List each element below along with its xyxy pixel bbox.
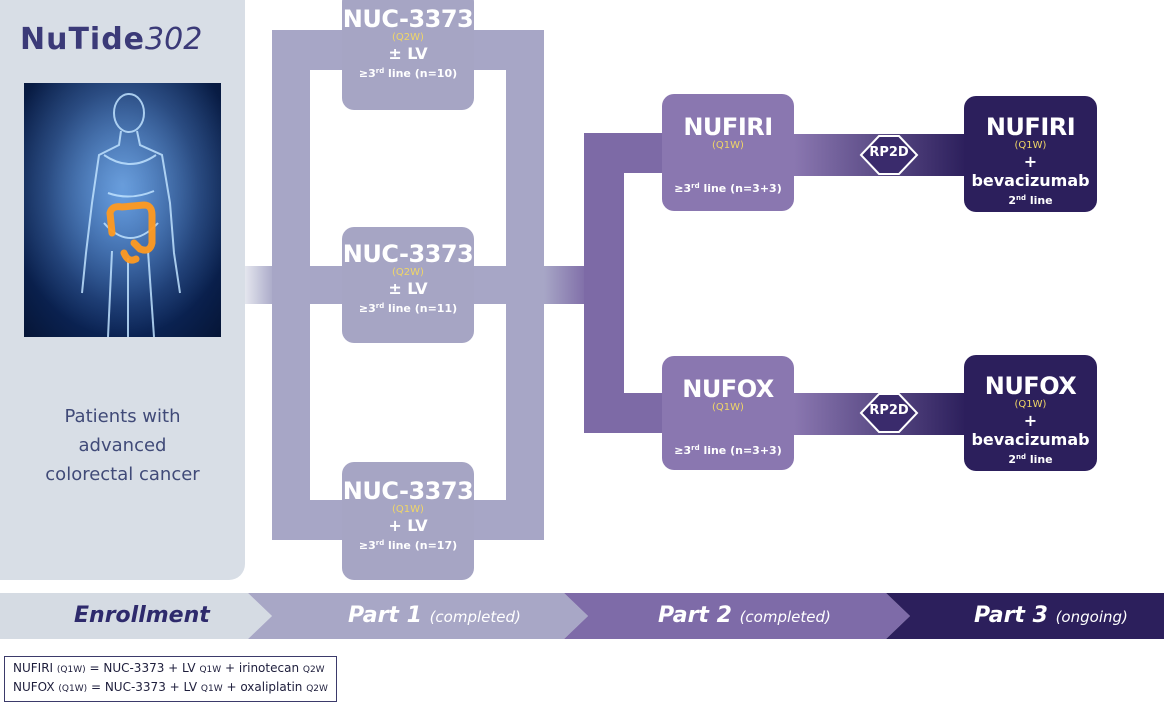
anatomy-figure-icon xyxy=(24,83,221,337)
part1-right-arm-top xyxy=(474,30,544,70)
phase-arrows-icon xyxy=(0,593,1164,639)
box-schedule: (Q2W) xyxy=(392,32,424,43)
box-schedule: (Q2W) xyxy=(392,267,424,278)
legend-row-nufiri: NUFIRI (Q1W) = NUC-3373 + LV Q1W + irino… xyxy=(13,661,325,675)
enrollment-description: Patients with advanced colorectal cancer xyxy=(0,402,245,489)
part1-left-arm-mid xyxy=(272,266,342,304)
box-title: NUFOX xyxy=(682,375,774,403)
part2-box-nufiri: NUFIRI (Q1W) ≥3rd line (n=3+3) xyxy=(662,94,794,211)
box-line: ≥3rd line (n=3+3) xyxy=(674,444,782,457)
box-title: NUFIRI xyxy=(683,113,773,141)
description-line: Patients with xyxy=(64,406,181,427)
rp2d-label: RP2D xyxy=(869,403,909,418)
phase-bar: Enrollment Part 1 (completed) Part 2 (co… xyxy=(0,593,1164,639)
box-drug: + LV xyxy=(388,516,428,535)
part1-right-arm-mid xyxy=(474,266,544,304)
box-drug: ± LV xyxy=(388,279,428,298)
part1-box-2: NUC-3373 (Q2W) ± LV ≥3rd line (n=11) xyxy=(342,227,474,343)
phase-part3-label: Part 3 (ongoing) xyxy=(974,603,1128,628)
legend-row-nufox: NUFOX (Q1W) = NUC-3373 + LV Q1W + oxalip… xyxy=(13,680,328,694)
phase-part2-label: Part 2 (completed) xyxy=(658,603,831,628)
nutide-302-logo: NuTide302 xyxy=(20,22,203,57)
part1-to-part2-connector xyxy=(544,266,589,304)
box-line: 2nd line xyxy=(1008,194,1053,207)
part2-left-bracket xyxy=(584,133,624,433)
box-line: ≥3rd line (n=17) xyxy=(358,539,458,552)
box-line: ≥3rd line (n=10) xyxy=(358,67,458,80)
box-schedule: (Q1W) xyxy=(1014,140,1047,151)
box-drug: + bevacizumab xyxy=(971,411,1090,449)
box-schedule: (Q1W) xyxy=(712,140,744,151)
box-line: 2nd line xyxy=(1008,453,1053,466)
box-title: NUC-3373 xyxy=(342,5,474,33)
box-schedule: (Q1W) xyxy=(712,402,744,413)
part3-box-nufox: NUFOX (Q1W) + bevacizumab 2nd line xyxy=(964,355,1097,471)
box-title: NUFOX xyxy=(984,372,1077,400)
phase-enrollment-label: Enrollment xyxy=(74,603,210,628)
enrollment-connector xyxy=(245,266,275,304)
human-anatomy-image xyxy=(24,83,221,337)
box-schedule: (Q1W) xyxy=(392,504,424,515)
part2-arm-top xyxy=(584,133,664,173)
part2-arm-bottom xyxy=(584,393,664,433)
diamond-icon xyxy=(859,135,919,175)
phase-part1-label: Part 1 (completed) xyxy=(348,603,521,628)
description-line: colorectal cancer xyxy=(45,464,200,485)
part1-left-arm-top xyxy=(272,30,342,70)
box-title: NUFIRI xyxy=(985,113,1076,141)
rp2d-label: RP2D xyxy=(869,145,909,160)
part1-right-arm-bottom xyxy=(474,500,544,540)
part3-box-nufiri: NUFIRI (Q1W) + bevacizumab 2nd line xyxy=(964,96,1097,212)
box-line: ≥3rd line (n=3+3) xyxy=(674,182,782,195)
part2-box-nufox: NUFOX (Q1W) ≥3rd line (n=3+3) xyxy=(662,356,794,470)
part1-box-1: NUC-3373 (Q2W) ± LV ≥3rd line (n=10) xyxy=(342,0,474,110)
box-drug: ± LV xyxy=(388,44,428,63)
box-line: ≥3rd line (n=11) xyxy=(358,302,458,315)
box-title: NUC-3373 xyxy=(342,477,474,505)
regimen-legend: NUFIRI (Q1W) = NUC-3373 + LV Q1W + irino… xyxy=(4,656,337,702)
part1-left-arm-bottom xyxy=(272,500,342,540)
rp2d-diamond-bottom: RP2D xyxy=(857,391,921,433)
description-line: advanced xyxy=(78,435,167,456)
diamond-icon xyxy=(859,393,919,433)
box-schedule: (Q1W) xyxy=(1014,399,1047,410)
box-drug: + bevacizumab xyxy=(971,152,1090,190)
rp2d-diamond-top: RP2D xyxy=(857,133,921,175)
part1-box-3: NUC-3373 (Q1W) + LV ≥3rd line (n=17) xyxy=(342,462,474,580)
box-title: NUC-3373 xyxy=(342,240,474,268)
